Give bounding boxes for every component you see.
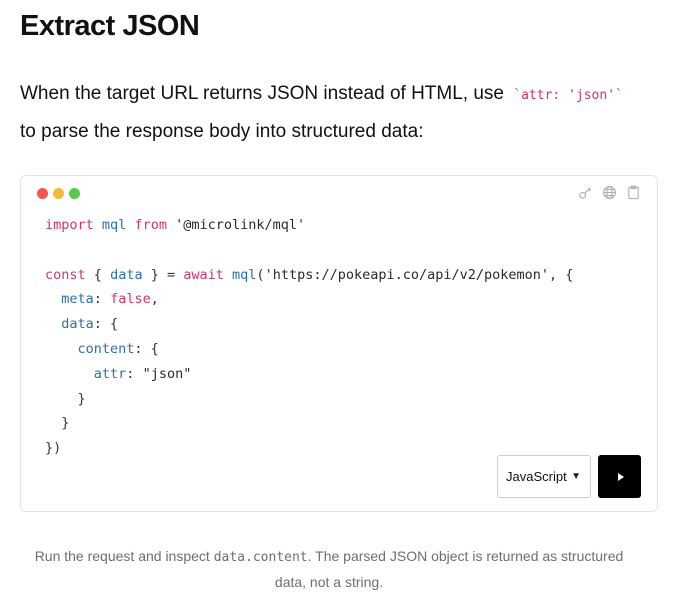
code-token: } (77, 390, 86, 407)
code-token: : (126, 365, 135, 382)
code-token: 'https://pokeapi.co/api/v2/pokemon' (264, 266, 550, 283)
chevron-down-icon: ▼ (571, 471, 581, 482)
code-token: await (183, 266, 224, 283)
code-block: import mql from '@microlink/mql' const {… (45, 213, 573, 461)
intro-inline-code: `attr: 'json'` (513, 88, 623, 103)
window-dot-yellow (53, 188, 64, 199)
code-token: ( (256, 266, 265, 283)
intro-text-after: to parse the response body into structur… (20, 121, 424, 142)
code-token: }) (45, 440, 62, 457)
code-token: const (45, 266, 86, 283)
window-controls (37, 188, 80, 199)
caption-inline-code: data.content (213, 550, 308, 565)
caption-text-before: Run the request and inspect (34, 548, 210, 564)
code-token: meta (61, 291, 94, 308)
clipboard-icon[interactable] (626, 185, 641, 200)
language-select[interactable]: JavaScript ▼ (497, 455, 591, 498)
page-title: Extract JSON (20, 10, 200, 42)
intro-text-before: When the target URL returns JSON instead… (20, 83, 504, 104)
play-icon (617, 472, 624, 481)
code-token: data (61, 316, 94, 333)
code-token: { (93, 266, 102, 283)
code-token: : { (134, 340, 159, 357)
code-token: } = (150, 266, 176, 283)
code-token: : { (93, 316, 119, 333)
code-token: , (150, 291, 159, 308)
code-token: from (134, 217, 167, 233)
caption-text-after: . The parsed JSON object is returned as … (274, 548, 624, 590)
window-dot-green (69, 188, 80, 199)
key-icon[interactable] (578, 185, 593, 200)
code-token: data (110, 266, 143, 283)
window-dot-red (37, 188, 48, 199)
code-card: import mql from '@microlink/mql' const {… (20, 175, 658, 512)
globe-icon[interactable] (602, 185, 617, 200)
code-token: mql (232, 266, 257, 283)
code-token: false (110, 291, 151, 308)
language-select-value: JavaScript (506, 469, 567, 484)
code-token: "json" (142, 365, 192, 382)
code-token: content (77, 340, 135, 357)
caption: Run the request and inspect data.content… (30, 544, 628, 594)
code-token: , { (549, 266, 574, 283)
code-token: attr (93, 365, 127, 382)
code-token: import (45, 217, 94, 233)
code-token: : (93, 291, 102, 308)
code-token: mql (101, 217, 127, 233)
run-button[interactable] (598, 455, 641, 498)
card-toolbar (578, 185, 641, 200)
intro-paragraph: When the target URL returns JSON instead… (20, 76, 640, 150)
code-token: } (61, 415, 70, 432)
code-token: '@microlink/mql' (175, 217, 306, 233)
